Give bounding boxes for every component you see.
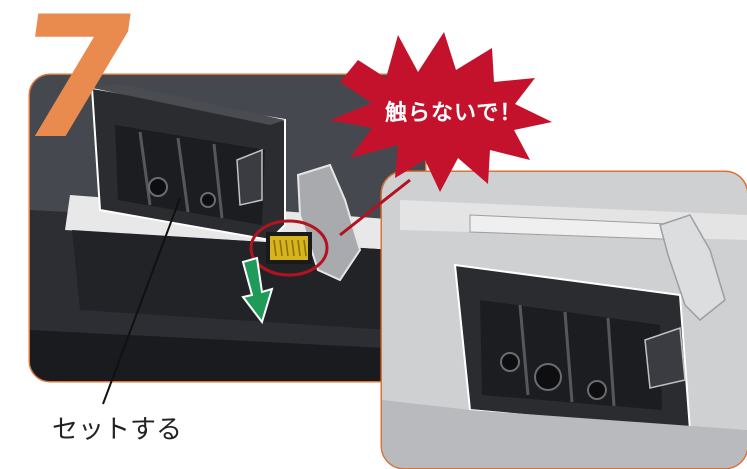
caption-label: セットする bbox=[52, 409, 182, 446]
step-number: 7 bbox=[6, 0, 143, 162]
warning-text: 触らないで！ bbox=[385, 95, 575, 127]
overview-panel bbox=[382, 172, 747, 468]
